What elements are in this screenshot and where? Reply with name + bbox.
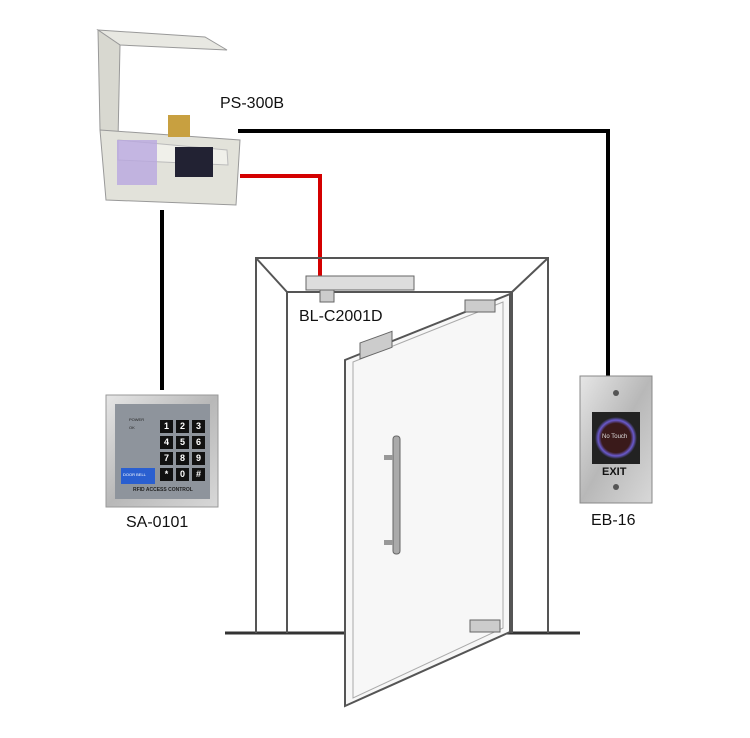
keypad-key bbox=[160, 420, 173, 433]
keypad-key bbox=[176, 436, 189, 449]
door-frame bbox=[255, 257, 549, 633]
keypad-key bbox=[176, 420, 189, 433]
power-supply-image bbox=[96, 29, 241, 206]
magnetic-lock bbox=[305, 275, 415, 291]
label-lock: BL-C2001D bbox=[299, 308, 383, 325]
exit-sensor-text: No Touch bbox=[602, 434, 628, 440]
keypad-key-label: 8 bbox=[179, 453, 185, 463]
exit-button-image bbox=[579, 375, 653, 504]
wire-ps-to-exit bbox=[238, 129, 610, 376]
keypad-key bbox=[192, 436, 205, 449]
keypad-key bbox=[192, 468, 205, 481]
keypad-key bbox=[160, 468, 173, 481]
keypad-indicator-ok: OK bbox=[129, 425, 135, 430]
keypad-key bbox=[192, 420, 205, 433]
keypad-image bbox=[105, 394, 219, 508]
keypad-key-label: * bbox=[164, 469, 169, 479]
keypad-key-label: 3 bbox=[195, 421, 201, 431]
door-leaf bbox=[344, 292, 511, 708]
wire-ps-to-lock bbox=[240, 174, 322, 276]
keypad-key bbox=[160, 436, 173, 449]
keypad-doorbell: DOOR BELL bbox=[123, 472, 146, 477]
exit-caption: EXIT bbox=[602, 466, 627, 478]
keypad-key bbox=[192, 452, 205, 465]
keypad-key-label: 4 bbox=[163, 437, 169, 447]
door-handle bbox=[392, 435, 401, 555]
keypad-key-label: 5 bbox=[179, 437, 185, 447]
label-keypad: SA-0101 bbox=[126, 514, 189, 531]
keypad-key-label: # bbox=[195, 469, 201, 479]
keypad-key-label: 2 bbox=[179, 421, 185, 431]
keypad-key-label: 0 bbox=[179, 469, 185, 479]
keypad-footer: RFID ACCESS CONTROL bbox=[133, 487, 193, 493]
keypad-key-label: 6 bbox=[195, 437, 201, 447]
keypad-key bbox=[160, 452, 173, 465]
keypad-key-label: 9 bbox=[195, 453, 201, 463]
keypad-key-label: 7 bbox=[163, 453, 169, 463]
keypad-key-label: 1 bbox=[163, 421, 169, 431]
keypad-indicator-power: POWER bbox=[129, 417, 145, 422]
keypad-key bbox=[176, 452, 189, 465]
keypad-key bbox=[176, 468, 189, 481]
label-exit-button: EB-16 bbox=[591, 512, 636, 529]
label-power-supply: PS-300B bbox=[220, 95, 285, 112]
